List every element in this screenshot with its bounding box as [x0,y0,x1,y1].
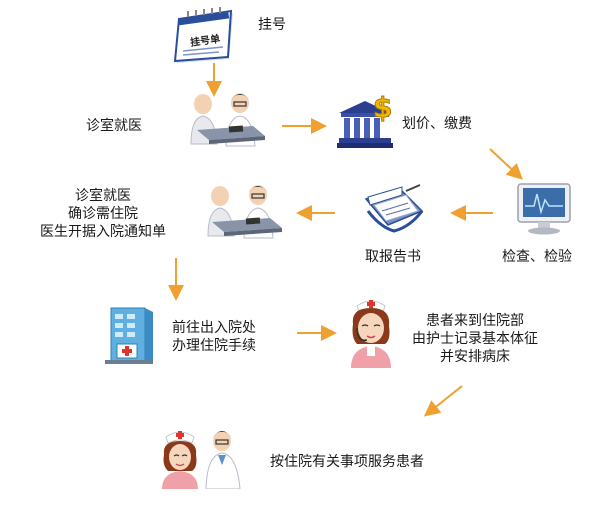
nurse-doctor-icon [162,425,242,490]
step-consult-label: 诊室就医 [86,118,142,134]
doctor-diagnosis-icon [198,180,288,242]
report-folder-icon [360,181,428,239]
admission-line-1: 前往出入院处 [172,320,256,336]
doctor-consultation-icon [183,88,273,150]
arrow-ward-to-service [423,385,463,417]
nurse-headset-icon [345,296,397,368]
monitor-exam-icon [512,180,576,236]
step-report-label: 取报告书 [365,249,421,265]
confirm-line-3: 医生开据入院通知单 [40,224,166,240]
bank-payment-icon: $ [335,91,397,151]
confirm-line-2: 确诊需住院 [68,206,138,222]
step-register-label: 挂号 [258,17,286,33]
confirm-line-1: 诊室就医 [75,188,131,204]
ward-line-2: 由护士记录基本体征 [412,331,538,347]
step-exam-label: 检查、检验 [502,249,572,265]
admission-line-2: 办理住院手续 [172,338,256,354]
step-service-label: 按住院有关事项服务患者 [270,454,424,470]
step-admission-label: 前往出入院处 办理住院手续 [172,319,256,355]
hospital-building-icon [103,302,155,366]
ward-line-1: 患者来到住院部 [426,313,524,329]
step-ward-label: 患者来到住院部 由护士记录基本体征 并安排病床 [400,312,550,366]
step-pricing-label: 划价、缴费 [402,116,472,132]
arrow-pricing-to-exam [489,148,523,180]
svg-text:$: $ [373,93,392,124]
step-confirm-label: 诊室就医 确诊需住院 医生开据入院通知单 [18,187,188,241]
registration-form-icon: 挂号单 [173,7,237,65]
ward-line-3: 并安排病床 [440,349,510,365]
